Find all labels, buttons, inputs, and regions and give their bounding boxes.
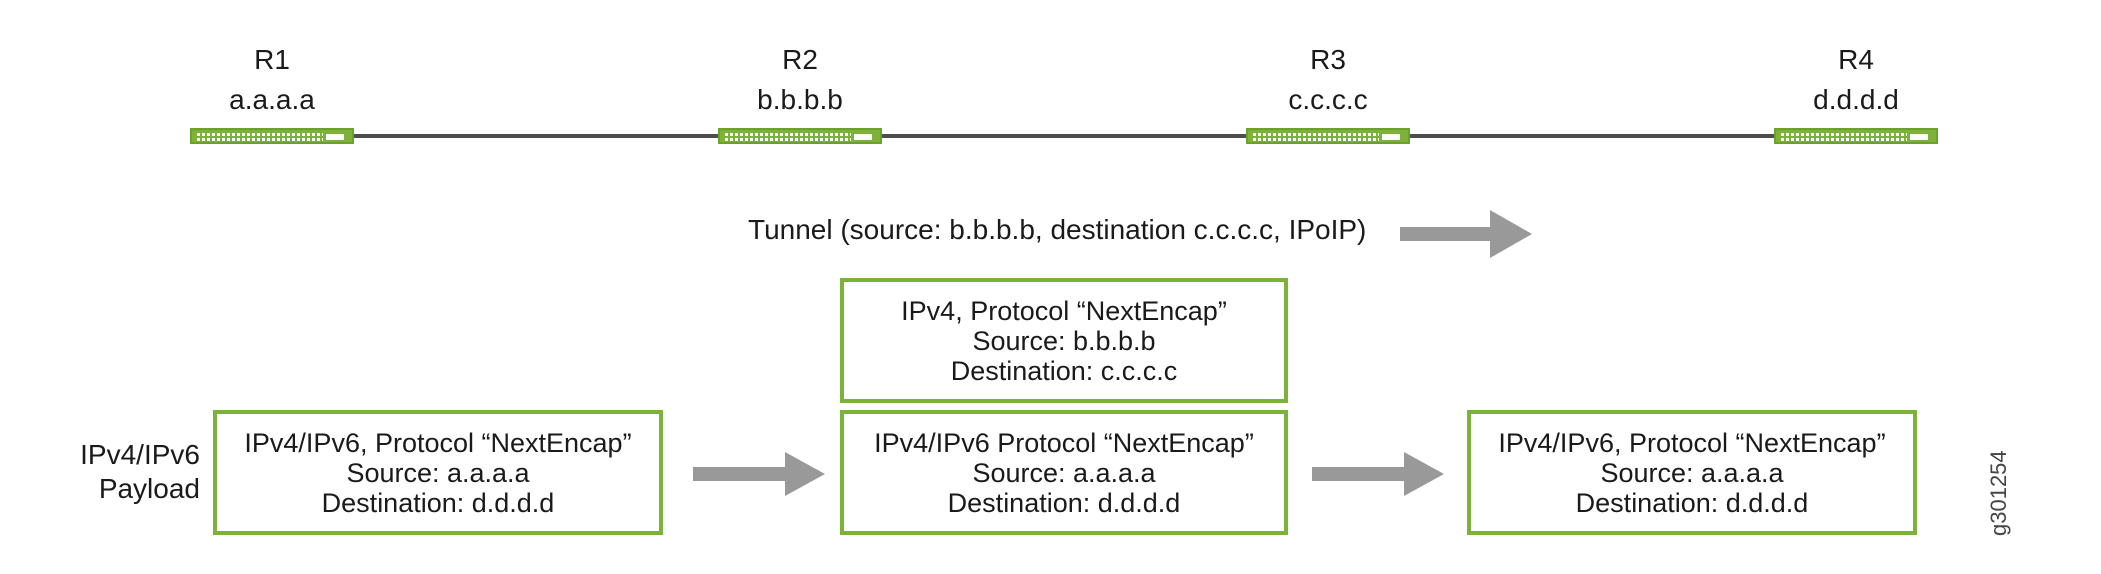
outer-ipv4-header: IPv4, Protocol “NextEncap” Source: b.b.b…: [840, 278, 1288, 403]
link-r3-r4: [1410, 134, 1774, 138]
packet-tunneled: IPv4/IPv6 Protocol “NextEncap” Source: a…: [840, 410, 1288, 535]
router-name: R2: [782, 44, 818, 75]
router-r4: R4 d.d.d.d: [1774, 44, 1938, 116]
router-device-icon: [190, 128, 354, 144]
router-device-icon: [1246, 128, 1410, 144]
router-address: a.a.a.a: [229, 84, 315, 115]
router-name: R1: [254, 44, 290, 75]
router-address: b.b.b.b: [757, 84, 843, 115]
packet-destination: Destination: d.d.d.d: [321, 487, 555, 518]
tunnel-arrow-icon: [1400, 210, 1532, 258]
figure-id: g301254: [1986, 450, 2011, 536]
router-r3: R3 c.c.c.c: [1246, 44, 1410, 116]
payload-label: IPv4/IPv6 Payload: [40, 438, 200, 506]
payload-label-line: IPv4/IPv6: [80, 439, 200, 470]
link-r1-r2: [354, 134, 718, 138]
header-source: Source: b.b.b.b: [972, 325, 1156, 356]
tunnel-label: Tunnel (source: b.b.b.b, destination c.c…: [748, 214, 1367, 245]
flow-arrow-icon: [693, 452, 825, 496]
router-name: R4: [1838, 44, 1874, 75]
payload-label-line: Payload: [98, 473, 200, 504]
router-device-icon: [1774, 128, 1938, 144]
packet-destination: Destination: d.d.d.d: [1575, 487, 1809, 518]
link-r2-r3: [882, 134, 1246, 138]
router-device-icon: [718, 128, 882, 144]
router-r1: R1 a.a.a.a: [190, 44, 354, 116]
packet-source: Source: a.a.a.a: [1600, 457, 1784, 488]
packet-egress: IPv4/IPv6, Protocol “NextEncap” Source: …: [1467, 410, 1917, 535]
packet-source: Source: a.a.a.a: [972, 457, 1156, 488]
header-protocol: IPv4, Protocol “NextEncap”: [901, 295, 1227, 326]
flow-arrow-icon: [1312, 452, 1444, 496]
router-address: c.c.c.c: [1288, 84, 1368, 115]
packet-protocol: IPv4/IPv6 Protocol “NextEncap”: [874, 427, 1254, 458]
router-r2: R2 b.b.b.b: [718, 44, 882, 116]
router-address: d.d.d.d: [1813, 84, 1899, 115]
packet-protocol: IPv4/IPv6, Protocol “NextEncap”: [1498, 427, 1886, 458]
router-name: R3: [1310, 44, 1346, 75]
header-destination: Destination: c.c.c.c: [950, 355, 1178, 386]
packet-source: Source: a.a.a.a: [346, 457, 530, 488]
packet-ingress: IPv4/IPv6, Protocol “NextEncap” Source: …: [213, 410, 663, 535]
packet-destination: Destination: d.d.d.d: [947, 487, 1181, 518]
packet-protocol: IPv4/IPv6, Protocol “NextEncap”: [244, 427, 632, 458]
